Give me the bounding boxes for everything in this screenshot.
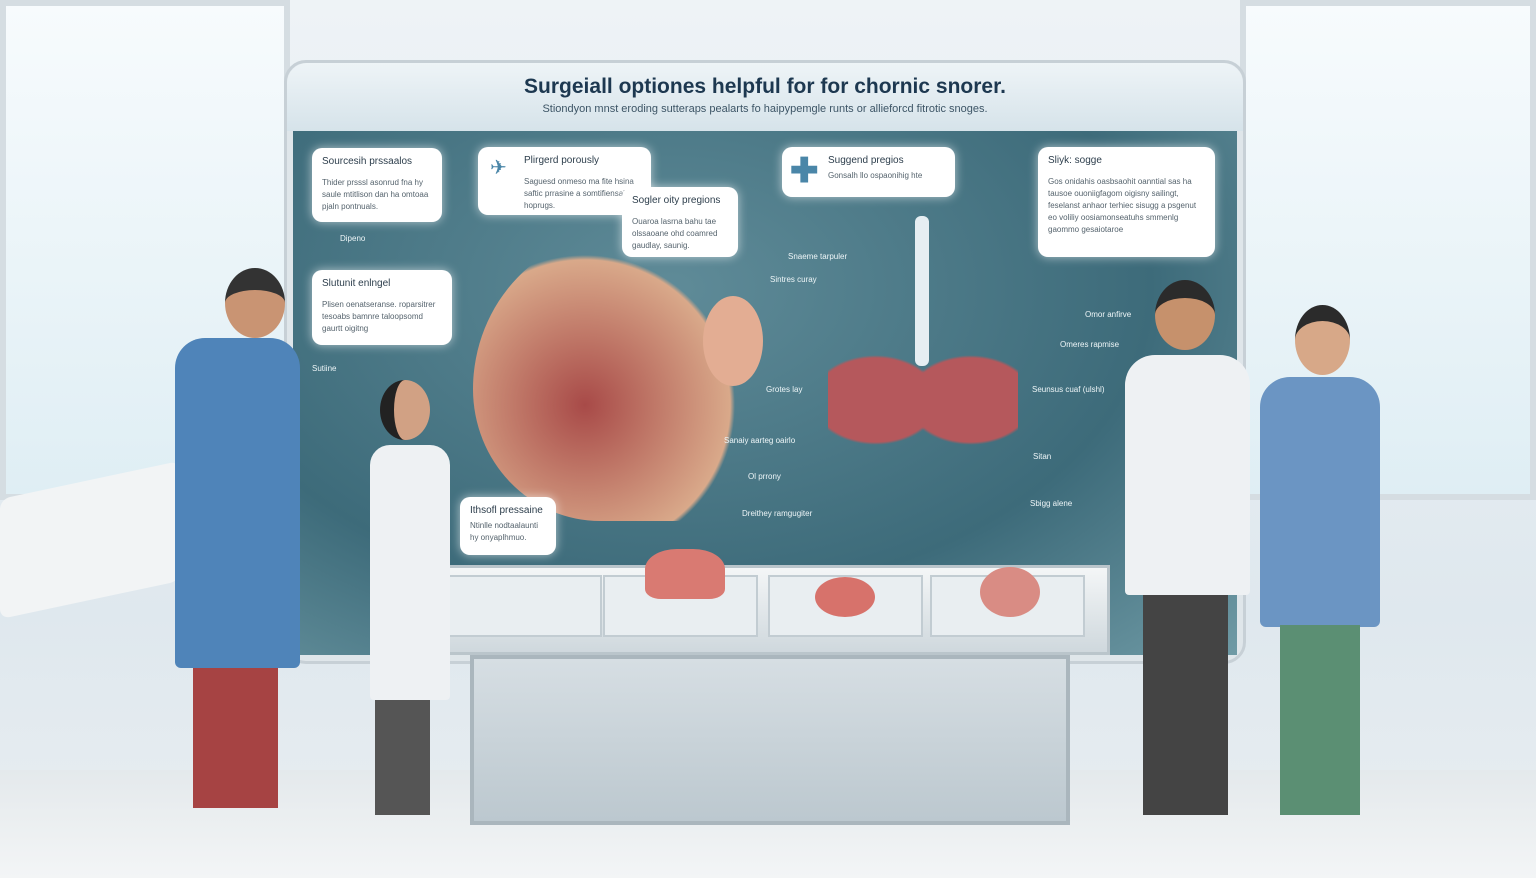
card-body: Ouaroa lasrna bahu tae olssaoane ohd coa… bbox=[632, 217, 718, 250]
card-body: Ntinlle nodtaalaunti hy onyaplhmuo. bbox=[470, 521, 539, 542]
medical-cross-icon: ✚ bbox=[790, 152, 819, 190]
card-title: Ithsofl pressaine bbox=[470, 505, 543, 516]
diagram-label: Dreithey ramgugiter bbox=[742, 509, 813, 518]
card-title: Plirgerd porously bbox=[524, 155, 600, 166]
card-body: Thider prsssl asonrud fna hy saule mtitl… bbox=[322, 178, 429, 211]
trachea bbox=[915, 216, 929, 366]
card-title: Sourcesih prssaalos bbox=[322, 156, 413, 167]
person-blue-coat bbox=[1255, 305, 1385, 830]
diagram-label: Seunsus cuaf (ulshl) bbox=[1032, 385, 1105, 394]
airplane-icon: ✈ bbox=[490, 157, 507, 179]
instrument-tray bbox=[768, 575, 923, 637]
diagram-label: Dipeno bbox=[340, 234, 366, 243]
instrument-tray bbox=[603, 549, 758, 637]
board-subtitle: Stiondyon mnst eroding sutteraps pealart… bbox=[542, 103, 988, 115]
board-title: Surgeiall optiones helpful for for chorn… bbox=[524, 75, 1006, 98]
person-blue-scrubs bbox=[175, 268, 325, 838]
head-cross-section bbox=[473, 231, 753, 521]
card-title: Sogler oity pregions bbox=[632, 195, 721, 206]
diagram-label: Sintres curay bbox=[770, 275, 817, 284]
instrument-tray bbox=[447, 575, 602, 637]
card-title: Sliyk: sogge bbox=[1048, 155, 1102, 166]
diagram-label: Omeres rapmise bbox=[1060, 340, 1120, 349]
instrument-tray bbox=[930, 567, 1085, 637]
diagram-label: Sutiine bbox=[312, 364, 337, 373]
card-title: Slutunit enlngel bbox=[322, 278, 391, 289]
card-title: Suggend pregios bbox=[828, 155, 904, 166]
board-header: Surgeiall optiones helpful for for chorn… bbox=[287, 63, 1243, 131]
diagram-label: Ol prrony bbox=[748, 472, 781, 481]
cabinet bbox=[470, 655, 1070, 825]
window-left bbox=[0, 0, 290, 500]
card-body: Plisen oenatseranse. roparsitrer tesoabs… bbox=[322, 300, 436, 333]
diagram-label: Omor anfirve bbox=[1085, 310, 1132, 319]
person-small-white-coat bbox=[365, 380, 475, 840]
tissue-sample bbox=[815, 577, 875, 617]
diagram-label: Sitan bbox=[1033, 452, 1052, 461]
ear bbox=[703, 296, 763, 386]
diagram-label: Snaeme tarpuler bbox=[788, 252, 848, 261]
diagram-label: Sanaiy aarteg oairlo bbox=[724, 436, 796, 445]
card-body: Gos onidahis oasbsaohit oanntial sas ha … bbox=[1048, 177, 1197, 234]
tissue-sample bbox=[980, 567, 1040, 617]
card-body: Gonsalh llo ospaonihig hte bbox=[828, 171, 923, 180]
person-doctor-white-coat bbox=[1125, 280, 1255, 850]
card-body: Saguesd onmeso ma fite hsina saftic prra… bbox=[524, 177, 634, 210]
tissue-sample bbox=[645, 549, 725, 599]
diagram-label: Sbigg alene bbox=[1030, 499, 1073, 508]
diagram-label: Grotes lay bbox=[766, 385, 803, 394]
